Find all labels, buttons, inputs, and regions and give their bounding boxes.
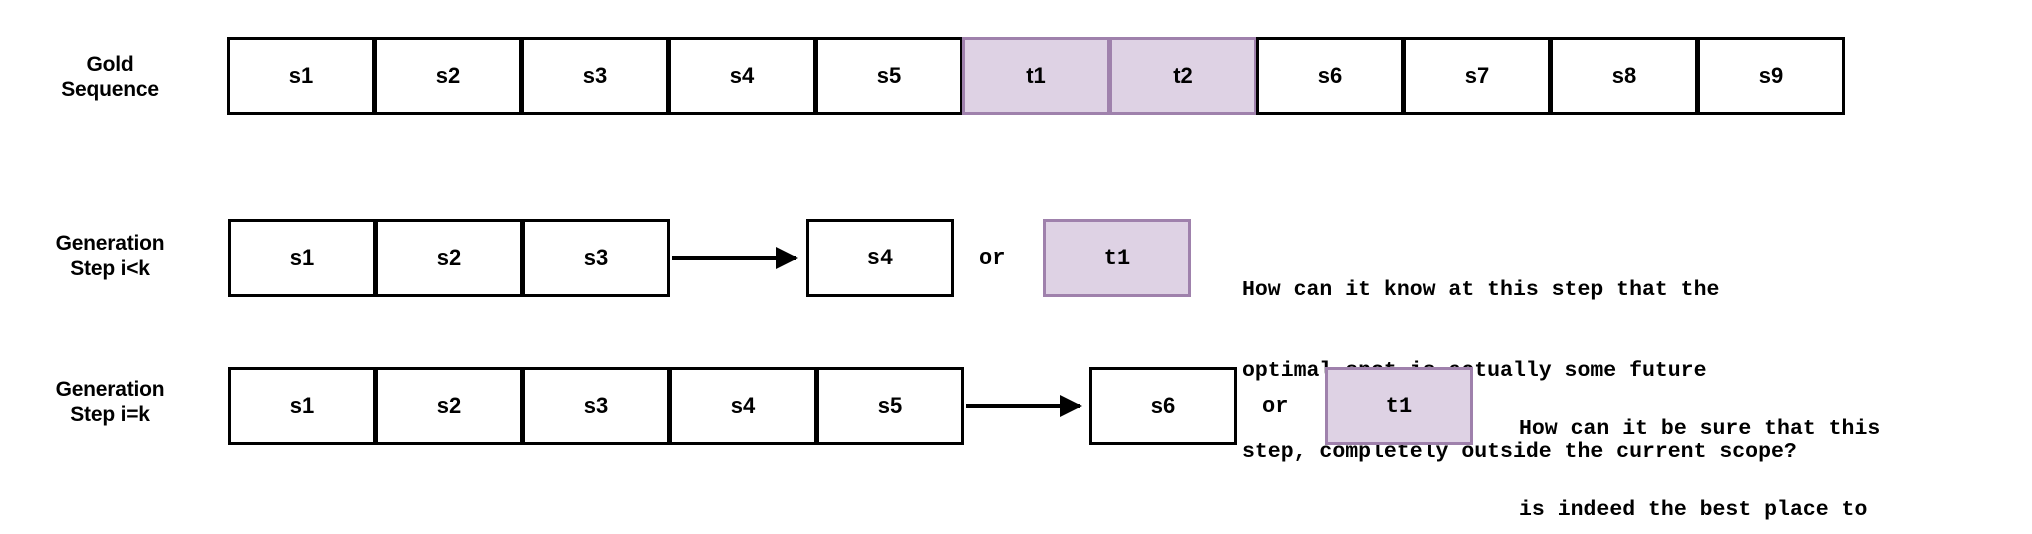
row-label-generation-step-i-lt-k: Generation Step i<k: [10, 231, 210, 281]
row-label-generation-step-i-eq-k: Generation Step i=k: [10, 377, 210, 427]
note-line: is indeed the best place to: [1519, 498, 1868, 522]
gen-lt-k-cell-s1[interactable]: s1: [228, 219, 376, 297]
note-line: step, completely outside the current sco…: [1242, 440, 1797, 464]
row-label-gold-sequence: Gold Sequence: [10, 52, 210, 102]
gen-eq-k-cell-s4[interactable]: s4: [669, 367, 817, 445]
gen-lt-k-option-t1[interactable]: t1: [1043, 219, 1191, 297]
gold-cell-s4[interactable]: s4: [668, 37, 816, 115]
gen-lt-k-option-s4[interactable]: s4: [806, 219, 954, 297]
gen-eq-k-cell-s1[interactable]: s1: [228, 367, 376, 445]
gen-eq-k-cell-s2[interactable]: s2: [375, 367, 523, 445]
gen-lt-k-cell-s3[interactable]: s3: [522, 219, 670, 297]
gen-eq-k-option-s6[interactable]: s6: [1089, 367, 1237, 445]
gen-eq-k-arrow-right-icon: [966, 404, 1080, 408]
gen-eq-k-cell-s5[interactable]: s5: [816, 367, 964, 445]
row-label-line: Sequence: [61, 78, 159, 101]
gold-cell-s9[interactable]: s9: [1697, 37, 1845, 115]
gold-cell-s7[interactable]: s7: [1403, 37, 1551, 115]
gen-lt-k-or-label: or: [979, 246, 1006, 271]
gen-eq-k-cell-s3[interactable]: s3: [522, 367, 670, 445]
gen-eq-k-or-label: or: [1262, 394, 1289, 419]
gold-cell-t1[interactable]: t1: [962, 37, 1110, 115]
gen-eq-k-note: How can it be sure that this is indeed t…: [1519, 362, 1880, 534]
gold-cell-s2[interactable]: s2: [374, 37, 522, 115]
gen-eq-k-option-t1[interactable]: t1: [1325, 367, 1473, 445]
row-label-line: Step i<k: [70, 257, 150, 280]
row-label-line: Gold: [86, 53, 134, 76]
gen-lt-k-cell-s2[interactable]: s2: [375, 219, 523, 297]
row-label-line: Step i=k: [70, 403, 150, 426]
gold-cell-s8[interactable]: s8: [1550, 37, 1698, 115]
gen-lt-k-note: How can it know at this step that the op…: [1242, 223, 1797, 520]
row-label-line: Generation: [55, 378, 165, 401]
note-line: How can it be sure that this: [1519, 417, 1881, 441]
gold-cell-s5[interactable]: s5: [815, 37, 963, 115]
note-line: How can it know at this step that the: [1242, 278, 1720, 302]
gold-cell-s6[interactable]: s6: [1256, 37, 1404, 115]
gold-cell-t2[interactable]: t2: [1109, 37, 1257, 115]
gen-lt-k-arrow-right-icon: [672, 256, 796, 260]
row-label-line: Generation: [55, 232, 165, 255]
gold-cell-s1[interactable]: s1: [227, 37, 375, 115]
gold-cell-s3[interactable]: s3: [521, 37, 669, 115]
